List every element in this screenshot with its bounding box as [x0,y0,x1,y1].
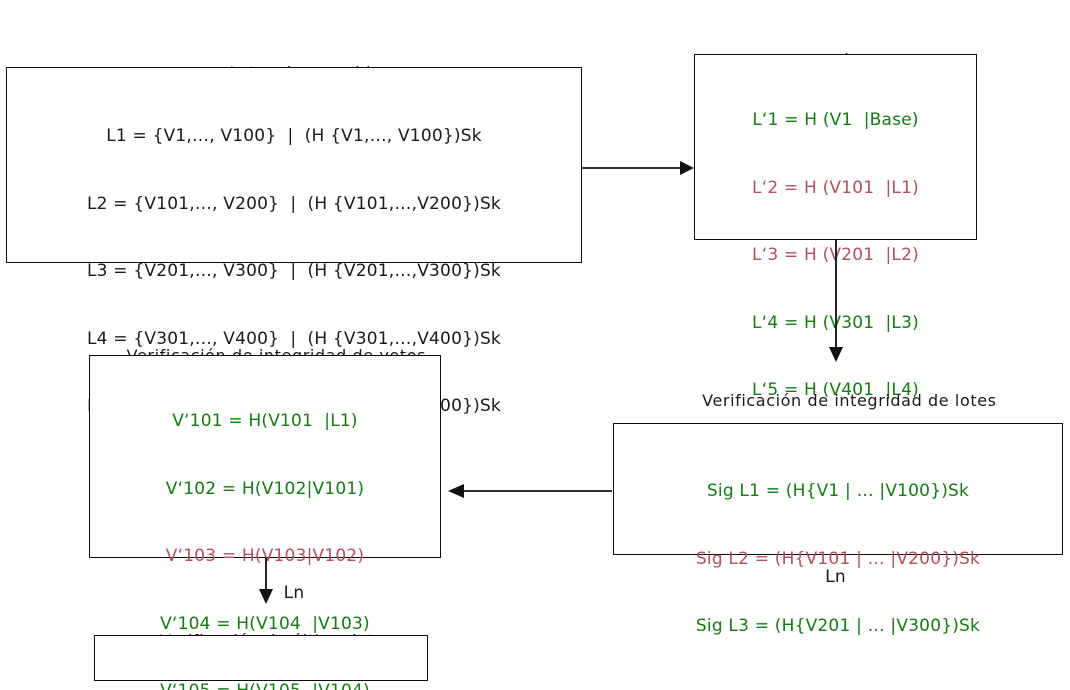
integridad-lotes-title: Verificación de integridad de lotes [613,368,1063,434]
lotes-verif-line-2: Sig L2 = (H{V101 | … |V200})Sk [695,548,981,569]
lotes-respaldo-line-1: L1 = {V1,…, V100} | (H {V1,…, V100})Sk [106,126,482,146]
votos-line-3: V‘103 = H(V103|V102) [165,546,365,566]
cadena-integridad-box: L‘1 = H (V1 |Base) L‘2 = H (V101 |L1) L‘… [694,54,977,587]
arrow-lotes-verif-to-votos [446,481,616,501]
cadena-line-2: L‘2 = H (V101 |L1) [752,177,919,198]
lotes-verif-line-1: Sig L1 = (H{V1 | … |V100})Sk [706,481,970,501]
votos-line-1: V‘101 = H(V101 |L1) [172,411,358,431]
lotes-respaldo-line-ln: Ln [283,583,305,603]
cadena-line-ln: Ln [825,567,846,587]
lotes-verif-line-3: Sig L3 = (H{V201 | … |V300})Sk [695,616,981,636]
cadena-line-1: L‘1 = H (V1 |Base) [752,110,919,130]
integridad-votos-box: V‘101 = H(V101 |L1) V‘102 = H(V102|V101)… [89,355,441,690]
lotes-respaldo-line-4: L4 = {V301,…, V400} | (H {V301,…,V400})S… [87,328,501,349]
lotes-respaldo-line-3: L3 = {V201,…, V300} | (H {V201,…,V300})S… [87,261,501,281]
integridad-lotes-title-text: Verificación de integridad de lotes [702,391,997,410]
cadena-line-5: L‘5 = H (V401 |L4) [752,380,919,400]
ultimo-lote-box: Sig n = {H(Ln-1 | Ln)}Sk [94,635,428,681]
integridad-lotes-box: Sig L1 = (H{V1 | … |V100})Sk Sig L2 = (H… [613,423,1063,636]
arrow-votos-to-ultimo-lote [255,558,277,606]
votos-line-5: V‘105 = H(V105 |V104) [90,680,440,690]
votos-line-4: V‘104 = H(V104 |V103) [160,613,370,634]
arrow-lotes-to-cadena [582,158,696,178]
lotes-respaldo-line-2: L2 = {V101,…, V200} | (H {V101,…,V200})S… [87,193,501,214]
lotes-respaldo-box: L1 = {V1,…, V100} | (H {V1,…, V100})Sk L… [6,67,582,603]
votos-line-2: V‘102 = H(V102|V101) [165,478,365,499]
arrow-cadena-to-lotes-verif [825,240,847,364]
